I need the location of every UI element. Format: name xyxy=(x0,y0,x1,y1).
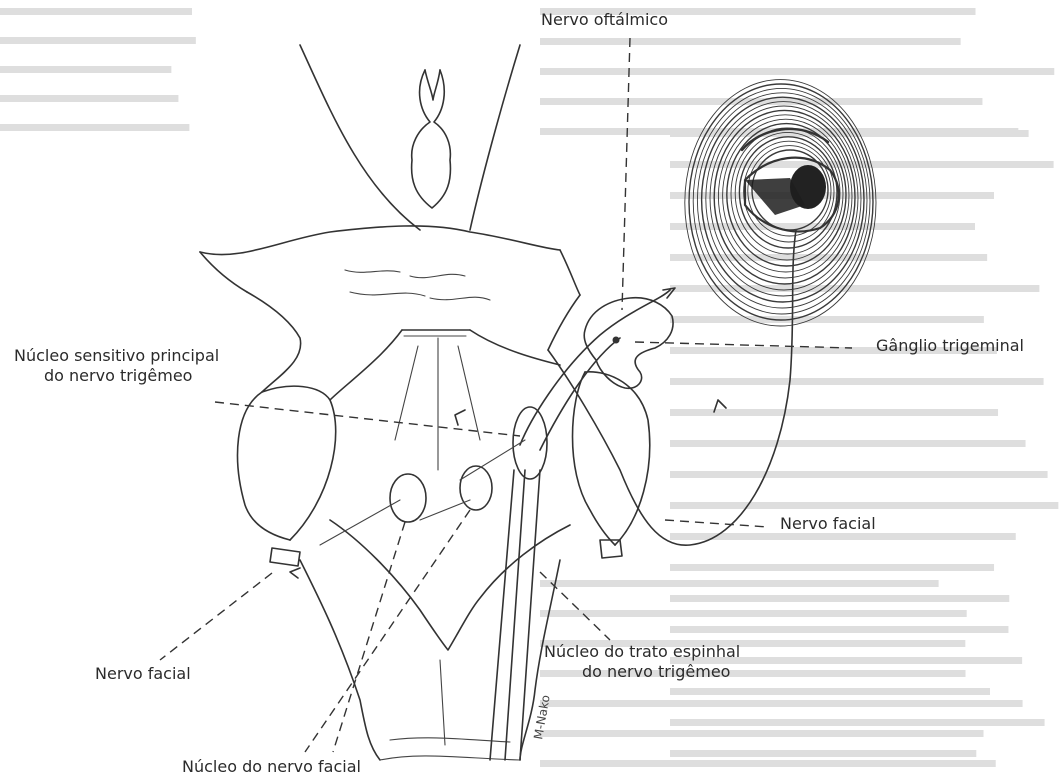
artist-signature: M-Nako xyxy=(531,694,553,741)
facial-nucleus-right xyxy=(460,466,492,510)
ganglion-dot xyxy=(613,337,620,344)
label-main-sensory-nucleus-line1: Núcleo sensitivo principal xyxy=(14,346,219,366)
leader-ophthalmic-nerve xyxy=(622,38,630,310)
trigeminal-tracts xyxy=(290,288,726,760)
label-trigeminal-ganglion: Gânglio trigeminal xyxy=(876,336,1024,356)
leader-main-sensory-nucleus xyxy=(215,402,520,436)
leader-facial-nerve-left xyxy=(160,573,272,660)
facial-nucleus-left xyxy=(390,474,426,522)
main-sensory-nucleus xyxy=(513,407,547,479)
leader-facial-nucleus-b xyxy=(305,510,470,752)
leader-facial-nucleus-a xyxy=(333,522,405,752)
label-spinal-tract-nucleus-line1: Núcleo do trato espinhal xyxy=(544,642,740,662)
leader-facial-nerve-right xyxy=(665,520,768,527)
label-facial-nerve-left: Nervo facial xyxy=(95,664,191,684)
label-main-sensory-nucleus: Núcleo sensitivo principal do nervo trig… xyxy=(14,346,219,386)
label-main-sensory-nucleus-line2: do nervo trigêmeo xyxy=(14,366,219,386)
label-ophthalmic-nerve: Nervo oftálmico xyxy=(541,10,668,30)
label-spinal-tract-nucleus-line2: do nervo trigêmeo xyxy=(544,662,740,682)
label-facial-nerve-right: Nervo facial xyxy=(780,514,876,534)
trigeminal-ganglion-shape xyxy=(584,298,673,389)
label-facial-nerve-nucleus: Núcleo do nervo facial xyxy=(182,757,361,777)
leader-trigeminal-ganglion xyxy=(635,342,852,348)
label-spinal-tract-nucleus: Núcleo do trato espinhal do nervo trigêm… xyxy=(544,642,740,682)
